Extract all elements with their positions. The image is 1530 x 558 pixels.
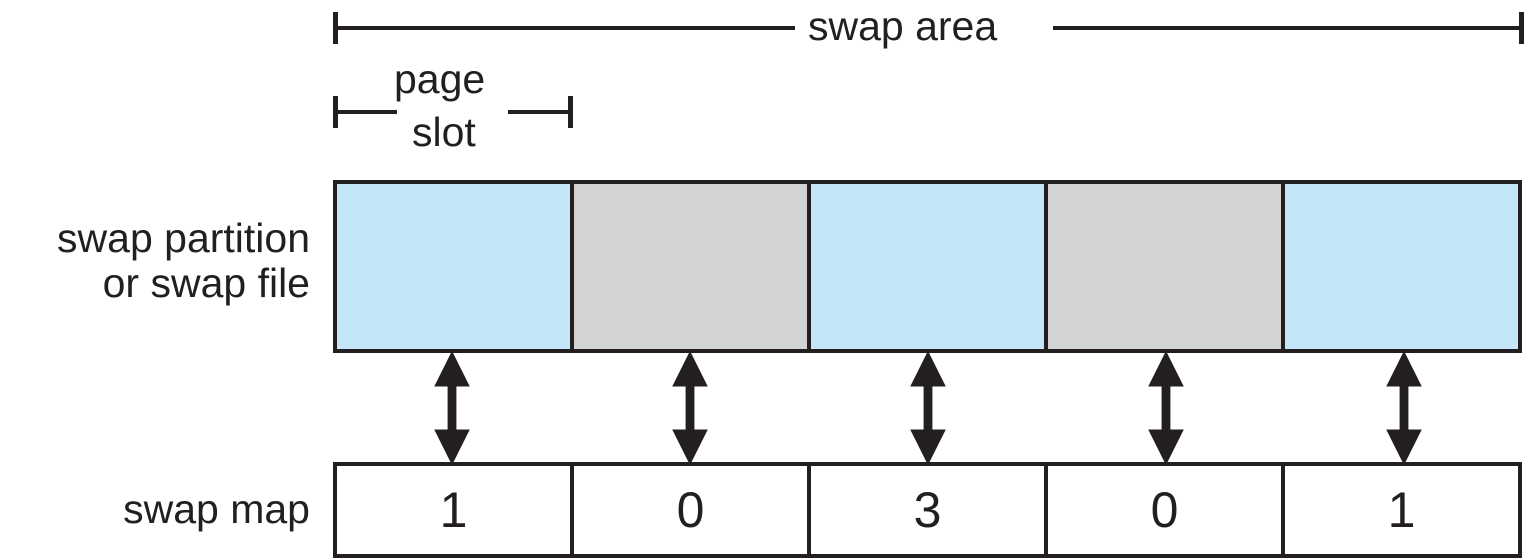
swap-map-cell[interactable]: 1 (1387, 482, 1416, 538)
swap-map-cell[interactable]: 0 (574, 466, 811, 554)
page-slot-line-left (333, 110, 397, 114)
double-arrow-icon-group (434, 352, 1422, 464)
swap-area-line-left (333, 26, 795, 30)
double-arrow-icon (434, 352, 470, 464)
swap-partition-label-line1: swap partition (57, 215, 310, 261)
double-arrow-icon (1386, 352, 1422, 464)
double-arrow-icon (672, 352, 708, 464)
page-slot-line-right (508, 110, 572, 114)
page-slot-cell[interactable] (1048, 184, 1285, 349)
slot-to-map-arrows (333, 352, 1522, 464)
swap-map-row: 1 0 3 0 1 (333, 462, 1522, 558)
double-arrow-icon (1148, 352, 1184, 464)
swap-map-cell[interactable]: 0 (1048, 466, 1285, 554)
page-slot-cell[interactable] (337, 184, 574, 349)
swap-partition-label-line2: or swap file (102, 260, 310, 307)
page-slot-label-slot: slot (412, 109, 476, 155)
swap-area-right-tick (1519, 12, 1524, 44)
swap-area-label: swap area (808, 3, 998, 49)
swap-partition-label: swap partition or swap file (0, 215, 310, 307)
swap-map-cell[interactable]: 1 (337, 466, 574, 554)
page-slot-cell[interactable] (574, 184, 811, 349)
swap-area-line-right (1053, 26, 1523, 30)
page-slot-cell[interactable] (811, 184, 1048, 349)
swap-partition-row (333, 180, 1522, 353)
double-arrow-icon (910, 352, 946, 464)
page-slot-label-page: page (394, 56, 486, 102)
swap-map-cell[interactable]: 3 (811, 466, 1048, 554)
swap-map-label: swap map (123, 486, 310, 532)
page-slot-right-tick (568, 96, 573, 128)
page-slot-cell[interactable] (1285, 184, 1518, 349)
